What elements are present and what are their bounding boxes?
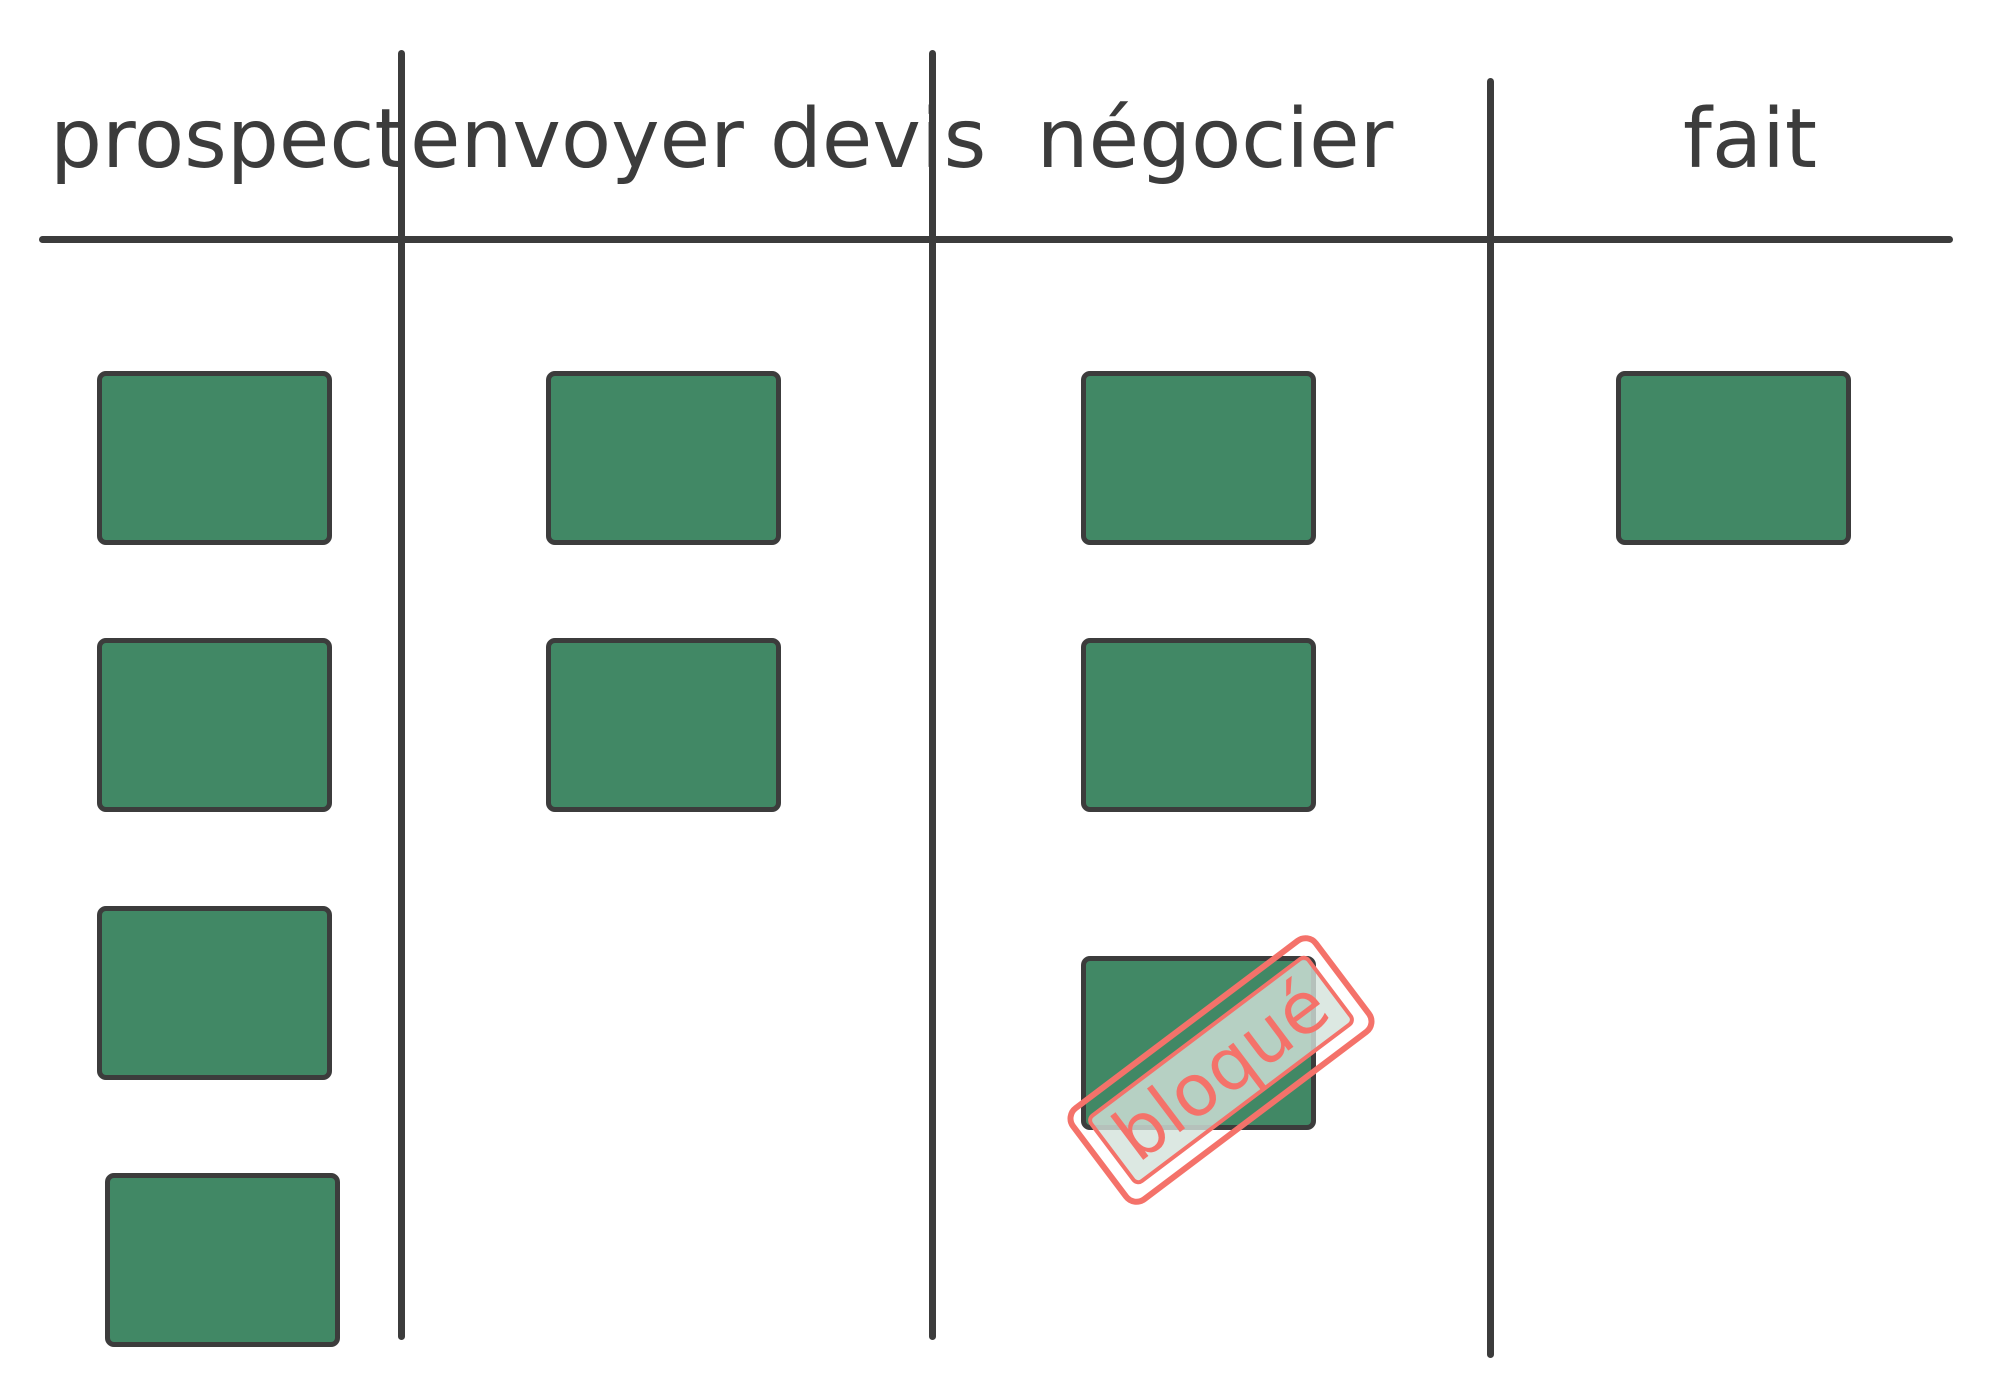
column-divider-2 xyxy=(929,50,936,1340)
column-divider-1 xyxy=(398,50,405,1340)
header-divider xyxy=(39,236,1953,243)
column-header-fait: fait xyxy=(1682,92,1818,187)
card-prospect-1[interactable] xyxy=(97,371,332,545)
column-header-negocier: négocier xyxy=(1036,92,1394,187)
card-prospect-3[interactable] xyxy=(97,906,332,1080)
card-envoyer-devis-1[interactable] xyxy=(546,371,781,545)
card-envoyer-devis-2[interactable] xyxy=(546,638,781,812)
card-negocier-2[interactable] xyxy=(1081,638,1316,812)
column-header-envoyer-devis: envoyer devis xyxy=(410,92,987,187)
card-prospect-4[interactable] xyxy=(105,1173,340,1347)
card-fait-1[interactable] xyxy=(1616,371,1851,545)
card-negocier-1[interactable] xyxy=(1081,371,1316,545)
card-prospect-2[interactable] xyxy=(97,638,332,812)
column-header-prospect: prospect xyxy=(50,92,407,187)
column-divider-3 xyxy=(1487,78,1494,1358)
